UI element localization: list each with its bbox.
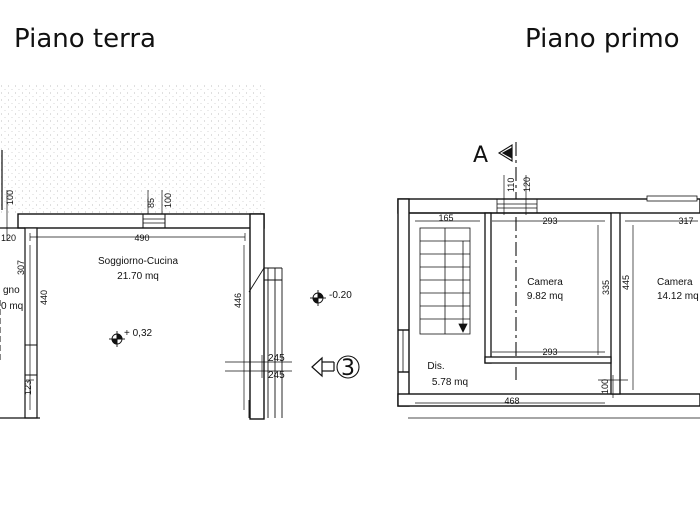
elevation-inside: + 0,32	[124, 328, 153, 339]
ground-vertical-dims	[26, 245, 245, 410]
section-marker-3-label: 3	[341, 356, 355, 381]
dim-ground-490: 490	[134, 233, 149, 243]
first-floor-plan	[397, 142, 700, 419]
room-name-disimpegno: Dis.	[427, 361, 444, 372]
room-area-living-kitchen: 21.70 mq	[117, 271, 159, 282]
section-label-a: A	[473, 143, 488, 168]
room-area-camera-2: 14.12 mq	[657, 291, 699, 302]
dim-ground-440: 440	[39, 290, 49, 305]
dim-first-120: 120	[522, 177, 532, 192]
title-ground-floor: Piano terra	[14, 24, 156, 54]
dim-ground-245-a: 245	[268, 353, 285, 364]
elevation-outside: -0.20	[329, 290, 352, 301]
dim-ground-446: 446	[233, 293, 243, 308]
dim-first-110: 110	[506, 178, 516, 192]
room-name-camera-1: Camera	[527, 277, 563, 288]
section-marker-3	[311, 355, 360, 379]
room-area-bath-fragment: 0 mq	[1, 301, 23, 312]
dim-ground-85: 85	[146, 198, 156, 208]
level-marker-inside	[109, 331, 125, 347]
garden-hatch	[0, 84, 265, 214]
dim-ground-245-b: 245	[268, 370, 285, 381]
staircase	[419, 227, 471, 335]
dim-first-445: 445	[621, 275, 631, 290]
room-name-camera-2: Camera	[657, 277, 693, 288]
first-walls	[397, 198, 700, 407]
dim-ground-307: 307	[16, 260, 26, 275]
dim-ground-100-window: 100	[163, 193, 173, 208]
room-name-living-kitchen: Soggiorno-Cucina	[98, 256, 178, 267]
dim-ground-123: 123	[23, 380, 33, 395]
room-area-camera-1: 9.82 mq	[527, 291, 563, 302]
room-area-disimpegno: 5.78 mq	[432, 377, 468, 388]
dim-ground-120: 120	[1, 233, 16, 243]
ground-top-dims	[6, 190, 246, 241]
dim-first-335: 335	[601, 280, 611, 295]
dim-ground-100-left: 100	[5, 190, 15, 205]
title-first-floor: Piano primo	[525, 24, 680, 54]
ground-245-dims	[225, 355, 292, 378]
level-marker-outside	[310, 290, 326, 306]
dim-first-165: 165	[438, 213, 453, 223]
first-partitions	[409, 212, 621, 395]
dim-first-317: 317	[678, 216, 693, 226]
dim-first-468: 468	[504, 396, 519, 406]
dim-first-100: 100	[600, 379, 610, 394]
room-name-bath-fragment: gno	[3, 285, 20, 296]
first-dim-lines	[408, 175, 700, 419]
ground-terrace-lines	[248, 267, 283, 418]
ground-walls	[0, 150, 265, 420]
ground-floor-plan	[0, 84, 360, 420]
section-line-a	[497, 142, 517, 380]
dim-first-293-bottom: 293	[542, 347, 557, 357]
dim-first-293-top: 293	[542, 216, 557, 226]
